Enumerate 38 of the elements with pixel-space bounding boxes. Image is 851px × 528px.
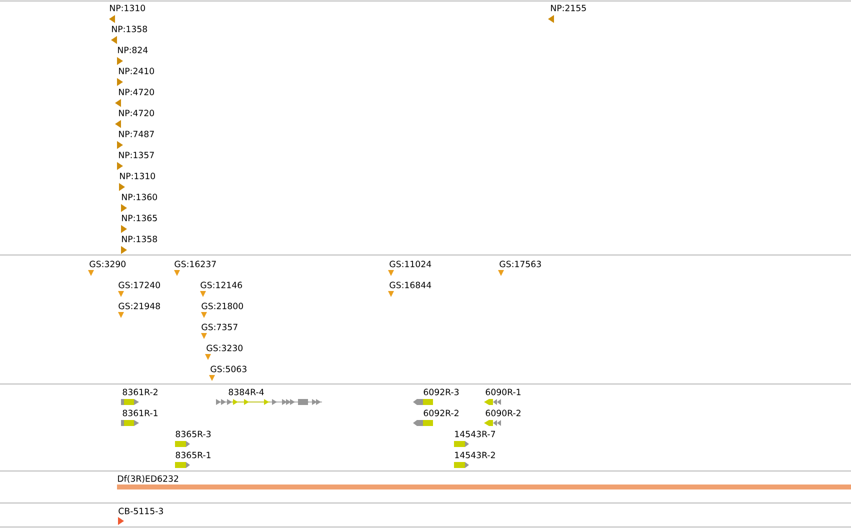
feature-label: Df(3R)ED6232 <box>118 475 178 483</box>
feature-label: GS:5063 <box>210 366 246 372</box>
feature-label: NP:824 <box>118 46 148 54</box>
feature-label: GS:3230 <box>206 344 243 352</box>
feature-label: 8384R-4 <box>228 388 264 396</box>
feature-label: NP:1360 <box>122 194 158 200</box>
feature-label: NP:1358 <box>112 26 147 32</box>
feature-label: 14543R-7 <box>455 430 496 438</box>
feature-label: NP:7487 <box>119 130 154 138</box>
feature-label: NP:2155 <box>551 4 586 12</box>
feature-label: 14543R-2 <box>455 452 495 458</box>
feature-label: GS:21800 <box>202 302 243 310</box>
feature-label: 6092R-3 <box>424 388 459 396</box>
feature-label: 6090R-1 <box>486 388 520 396</box>
feature-label: NP:1357 <box>119 152 154 158</box>
feature-label: GS:12146 <box>200 282 242 288</box>
feature-label: GS:3290 <box>90 260 126 268</box>
feature-label: NP:2410 <box>119 68 154 74</box>
feature-label: CB-5115-3 <box>118 508 163 514</box>
feature-label: NP:4720 <box>119 88 154 96</box>
feature-label: 8361R-1 <box>122 410 158 416</box>
feature-label: 6092R-2 <box>424 410 458 416</box>
feature-label: 8365R-1 <box>176 452 210 458</box>
feature-label: GS:17240 <box>118 282 160 288</box>
feature-label: NP:4720 <box>119 110 154 116</box>
feature-label: GS:7357 <box>202 324 238 330</box>
feature-label: GS:17563 <box>500 260 541 268</box>
feature-label: GS:11024 <box>390 260 432 268</box>
feature-label: GS:16237 <box>174 260 216 268</box>
feature-label: GS:21948 <box>118 302 160 310</box>
feature-label: NP:1365 <box>122 214 157 222</box>
feature-label: GS:16844 <box>390 282 432 288</box>
feature-label: 8361R-2 <box>122 388 158 396</box>
feature-label: NP:1358 <box>122 236 157 242</box>
feature-label: NP:1310 <box>110 4 146 12</box>
feature-label: 8365R-3 <box>176 430 211 438</box>
feature-label: NP:1310 <box>120 172 156 180</box>
feature-label: 6090R-2 <box>486 410 520 416</box>
